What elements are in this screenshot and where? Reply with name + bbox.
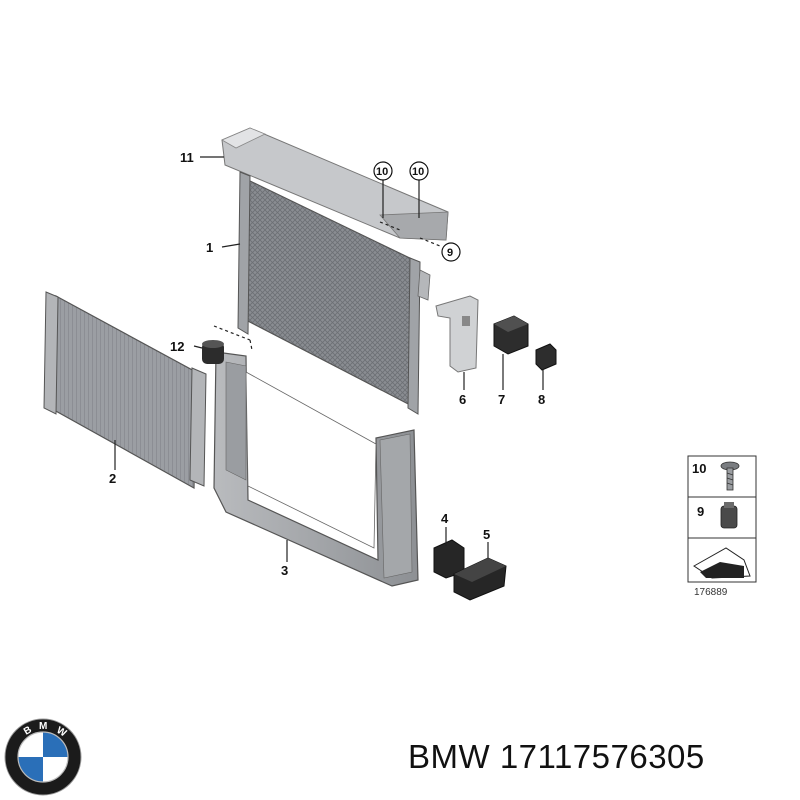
part-2-radiator (43, 291, 207, 490)
legend-item-10: 10 (692, 461, 706, 476)
arrow-icon (693, 547, 751, 579)
clip-nut-icon (720, 502, 738, 529)
part-5-mount (453, 557, 507, 601)
hardware-legend: 10 9 176889 (687, 455, 757, 598)
circled-callouts: 10 10 9 (373, 161, 461, 262)
part-8-mount (535, 343, 557, 371)
callout-2: 2 (109, 471, 116, 486)
callout-1: 1 (206, 240, 213, 255)
callout-5: 5 (483, 527, 490, 542)
part-12-grommet (202, 340, 224, 364)
callout-12: 12 (170, 339, 184, 354)
svg-text:B: B (22, 724, 34, 737)
callout-6: 6 (459, 392, 466, 407)
callout-11: 11 (180, 150, 194, 165)
callout-8: 8 (538, 392, 545, 407)
screw-icon (720, 461, 740, 491)
callout-labels: 1 2 3 4 5 6 7 8 11 12 (109, 150, 545, 578)
circled-callout-9: 9 (447, 247, 453, 259)
bmw-logo: B M W (4, 718, 82, 796)
part-11-upper-bracket (221, 127, 449, 241)
diagram-id: 176889 (694, 587, 728, 598)
part-7-mount (493, 315, 529, 355)
part-3-shroud-frame (213, 351, 419, 587)
brand-name: BMW (408, 738, 491, 775)
part-6-bracket (435, 295, 479, 373)
circled-callout-10a: 10 (376, 166, 388, 178)
callout-3: 3 (281, 563, 288, 578)
circled-callout-10b: 10 (412, 166, 424, 178)
callout-4: 4 (441, 511, 449, 526)
svg-text:M: M (39, 721, 47, 732)
leader-lines (114, 156, 544, 562)
legend-item-9: 9 (697, 504, 704, 519)
part-number: 17117576305 (499, 738, 705, 775)
part-1-condenser (237, 171, 431, 415)
callout-7: 7 (498, 392, 505, 407)
part-caption: BMW 17117576305 (408, 738, 705, 776)
